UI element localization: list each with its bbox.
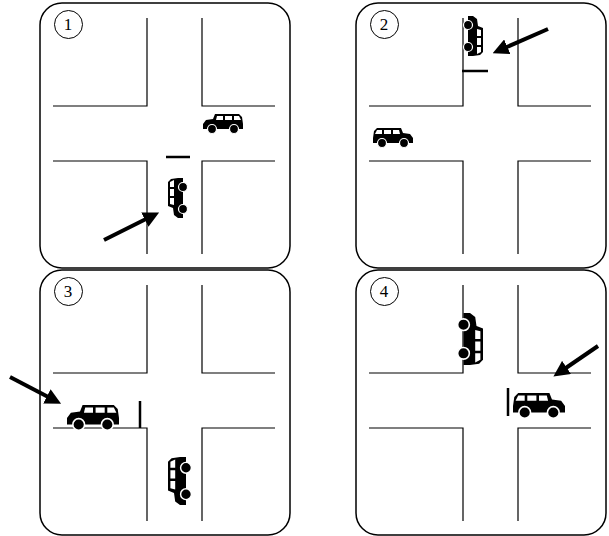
callout-circle: 3 bbox=[54, 277, 83, 306]
callout-number: 3 bbox=[64, 283, 73, 300]
callout-number: 4 bbox=[380, 283, 389, 300]
car bbox=[67, 405, 119, 430]
callout-number: 1 bbox=[64, 16, 73, 33]
arrow bbox=[560, 346, 598, 372]
callout-circle: 4 bbox=[370, 277, 399, 306]
arrow bbox=[10, 377, 54, 400]
car bbox=[168, 457, 191, 505]
arrow bbox=[104, 216, 152, 240]
callout-circle: 2 bbox=[370, 10, 399, 39]
panel-frame bbox=[40, 3, 290, 268]
stop-line bbox=[462, 70, 488, 73]
panel-frame bbox=[356, 3, 606, 268]
arrow bbox=[500, 29, 548, 50]
car bbox=[168, 178, 188, 218]
stop-line bbox=[166, 156, 190, 159]
callout-circle: 1 bbox=[54, 10, 83, 39]
stop-line bbox=[139, 401, 142, 428]
car bbox=[458, 313, 483, 365]
callout-number: 2 bbox=[380, 16, 389, 33]
panel-frame bbox=[356, 270, 606, 535]
car bbox=[203, 114, 243, 134]
stop-line bbox=[507, 388, 510, 416]
car bbox=[464, 16, 484, 56]
car bbox=[373, 128, 413, 148]
panel-frame bbox=[40, 270, 290, 535]
car bbox=[513, 393, 565, 418]
